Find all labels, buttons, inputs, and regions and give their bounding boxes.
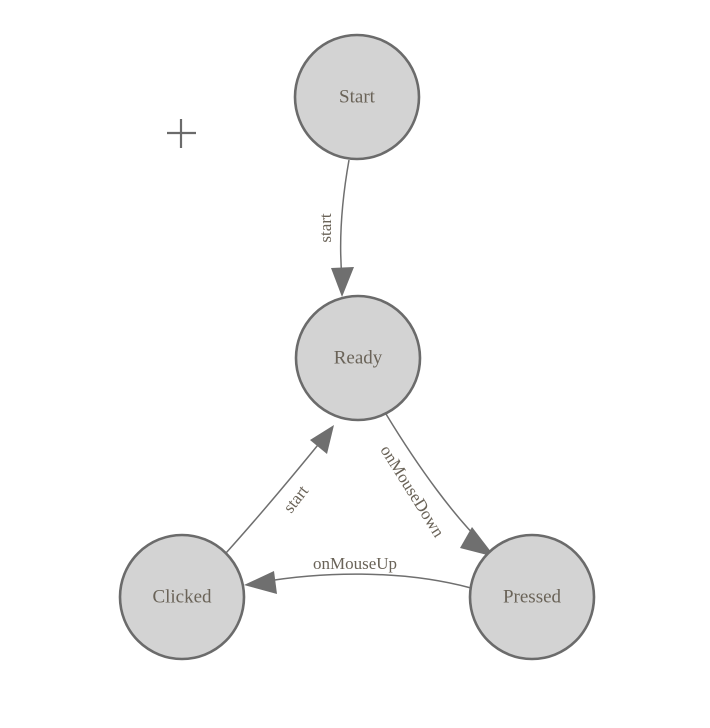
edge-start-to-ready-arrowhead (331, 267, 354, 297)
edge-clicked-to-ready[interactable]: start (225, 425, 334, 554)
edge-pressed-to-clicked-path (261, 573, 472, 589)
node-pressed-label: Pressed (503, 586, 562, 607)
node-clicked-label: Clicked (152, 586, 212, 607)
node-clicked-circle (118, 533, 246, 661)
node-start[interactable]: Start (293, 33, 421, 161)
node-ready[interactable]: Ready (294, 294, 422, 422)
edge-start-to-ready[interactable]: start (316, 159, 354, 297)
plus-marker-icon (167, 119, 196, 148)
edge-ready-to-pressed-arrowhead (460, 527, 495, 557)
node-ready-label: Ready (334, 347, 383, 368)
node-start-label: Start (339, 86, 376, 107)
node-start-circle (293, 33, 421, 161)
edge-start-to-ready-label: start (316, 213, 335, 243)
edge-ready-to-pressed[interactable]: onMouseDown (377, 413, 495, 557)
node-clicked[interactable]: Clicked (118, 533, 246, 661)
node-pressed[interactable]: Pressed (468, 533, 596, 661)
node-ready-circle (294, 294, 422, 422)
edge-pressed-to-clicked-arrowhead (244, 571, 277, 594)
edge-clicked-to-ready-arrowhead (310, 425, 334, 454)
node-pressed-circle (468, 533, 596, 661)
edge-pressed-to-clicked-label: onMouseUp (313, 554, 397, 573)
edge-start-to-ready-path (339, 159, 350, 279)
edge-pressed-to-clicked[interactable]: onMouseUp (244, 554, 472, 594)
edge-clicked-to-ready-path (225, 439, 323, 554)
